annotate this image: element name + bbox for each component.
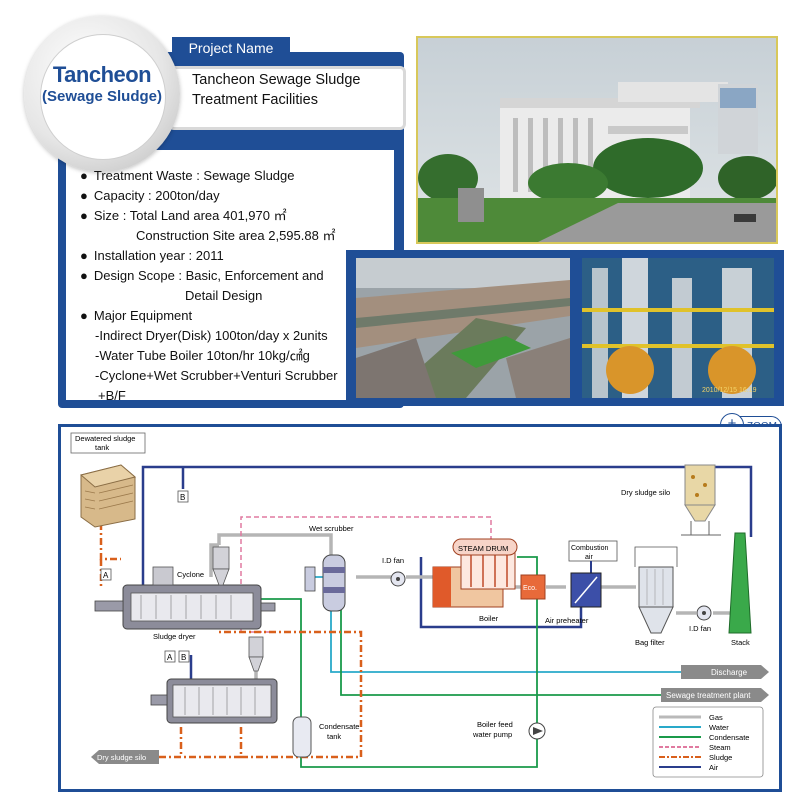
wet-scrubber (304, 554, 346, 612)
steam-drum (452, 538, 518, 556)
air-preheater (570, 572, 602, 608)
dewatered-tank-label-line2: tank (95, 443, 109, 452)
bag-filter (634, 546, 678, 634)
wet-scrubber-label: Wet scrubber (309, 524, 354, 533)
marker-b2: B (178, 650, 190, 663)
spec-equipment: Major Equipment (80, 306, 338, 326)
plant-interior-photo: 2010/12/15 16:19 (582, 258, 774, 398)
legend-label-steam: Steam (709, 743, 731, 752)
condensate-line-tank (251, 598, 302, 717)
steam-line (240, 516, 492, 632)
boiler-feed-water-pump (528, 722, 546, 740)
economizer-label: Eco. (523, 585, 537, 592)
id-fan-2 (696, 605, 712, 621)
legend (652, 706, 764, 778)
id-fan-1 (390, 571, 406, 587)
stack (728, 532, 752, 634)
dry-silo-out-label: Dry sludge silo (97, 753, 146, 762)
marker-b: B (177, 490, 189, 503)
combustion-air-line1: Combustion (571, 545, 608, 552)
photo-timestamp: 2010/12/15 16:19 (702, 387, 757, 394)
air-line-preheater (419, 557, 583, 629)
legend-label-gas: Gas (709, 713, 723, 722)
spec-equipment-dryer: -Indirect Dryer(Disk) 100ton/day x 2unit… (95, 328, 328, 343)
sludge-dryer-1 (94, 566, 276, 630)
boiler-pump-line2: water pump (472, 730, 512, 739)
legend-label-air: Air (709, 763, 719, 772)
condensate-tank (292, 716, 312, 758)
svg-text:B: B (181, 653, 186, 662)
project-name-tab: Project Name (172, 37, 290, 59)
marker-a: A (100, 568, 112, 581)
sludge-line-feed (99, 523, 121, 561)
dry-silo-out-arrow (91, 750, 159, 764)
spec-scope-detail: Detail Design (185, 288, 263, 303)
economizer (520, 574, 546, 600)
id-fan-2-label: I.D fan (689, 624, 711, 633)
building-photo (416, 36, 778, 244)
project-name: Tancheon Sewage Sludge Treatment Facilit… (192, 70, 392, 110)
steam-drum-label: STEAM DRUM (458, 544, 508, 553)
spec-capacity: Capacity : 200ton/day (80, 186, 338, 206)
water-line-discharge (330, 607, 681, 673)
legend-label-sludge: Sludge (709, 753, 732, 762)
id-fan-label: I.D fan (382, 556, 404, 565)
spec-size: Size : Total Land area 401,970 ㎡ (80, 206, 338, 226)
spec-list: Treatment Waste : Sewage Sludge Capacity… (80, 166, 338, 406)
svg-text:A: A (103, 571, 109, 580)
sewage-plant-arrow (661, 688, 769, 702)
spec-waste: Treatment Waste : Sewage Sludge (80, 166, 338, 186)
badge-subtitle: (Sewage Sludge) (41, 88, 163, 105)
cyclone-1 (212, 546, 230, 586)
condensate-line-plant (331, 598, 681, 696)
project-name-line2: Treatment Facilities (192, 92, 318, 108)
gas-line-dryer-cyclone (209, 543, 219, 577)
sludge-dryer-label: Sludge dryer (153, 632, 196, 641)
spec-equipment-boiler: -Water Tube Boiler 10ton/hr 10kg/㎠g (95, 348, 310, 363)
process-flow-diagram: Dewatered sludge tank A B A B Sludge dry… (58, 424, 782, 792)
legend-label-water: Water (709, 723, 729, 732)
dewatered-sludge-tank (79, 464, 137, 528)
discharge-label: Discharge (711, 668, 748, 677)
dewatered-tank-label-box (70, 432, 146, 454)
marker-a2: A (164, 650, 176, 663)
spec-scope: Design Scope : Basic, Enforcement and (80, 266, 338, 286)
process-flow-svg: Dewatered sludge tank A B A B Sludge dry… (70, 432, 769, 778)
project-badge-inner (40, 34, 166, 160)
condensate-tank-line1: Condensate (319, 722, 359, 731)
combustion-air-line2: air (585, 554, 593, 561)
sewage-plant-label: Sewage treatment plant (666, 691, 751, 700)
spec-equipment-bf: +B/F (98, 388, 126, 403)
spec-equipment-scrubber: -Cyclone+Wet Scrubber+Venturi Scrubber (95, 368, 338, 383)
svg-text:A: A (167, 653, 173, 662)
svg-text:B: B (180, 493, 185, 502)
spec-size-construction: Construction Site area 2,595.88 ㎡ (136, 228, 336, 243)
discharge-arrow (681, 665, 769, 679)
air-preheater-label: Air preheater (545, 616, 589, 625)
dry-sludge-silo (681, 464, 721, 536)
project-name-line1: Tancheon Sewage Sludge (192, 72, 361, 88)
legend-label-condensate: Condensate (709, 733, 749, 742)
dewatered-tank-label-line1: Dewatered sludge (75, 434, 135, 443)
spec-year: Installation year : 2011 (80, 246, 338, 266)
stack-label: Stack (731, 638, 750, 647)
badge-title: Tancheon (52, 62, 152, 87)
bag-filter-label: Bag filter (635, 638, 665, 647)
condensate-tank-line2: tank (327, 732, 341, 741)
boiler-label: Boiler (479, 614, 499, 623)
combustion-air-box (568, 540, 618, 562)
air-line-top (141, 465, 753, 585)
cyclone-2 (248, 636, 264, 672)
condensate-line-boiler (517, 556, 538, 723)
dry-silo-label: Dry sludge silo (621, 488, 670, 497)
boiler (432, 548, 516, 608)
gas-line-cyclone-scrubber (217, 533, 333, 559)
boiler-pump-line1: Boiler feed (477, 720, 513, 729)
aerial-photo (356, 258, 570, 398)
cyclone-label: Cyclone (177, 570, 204, 579)
sludge-dryer-2 (150, 678, 278, 724)
